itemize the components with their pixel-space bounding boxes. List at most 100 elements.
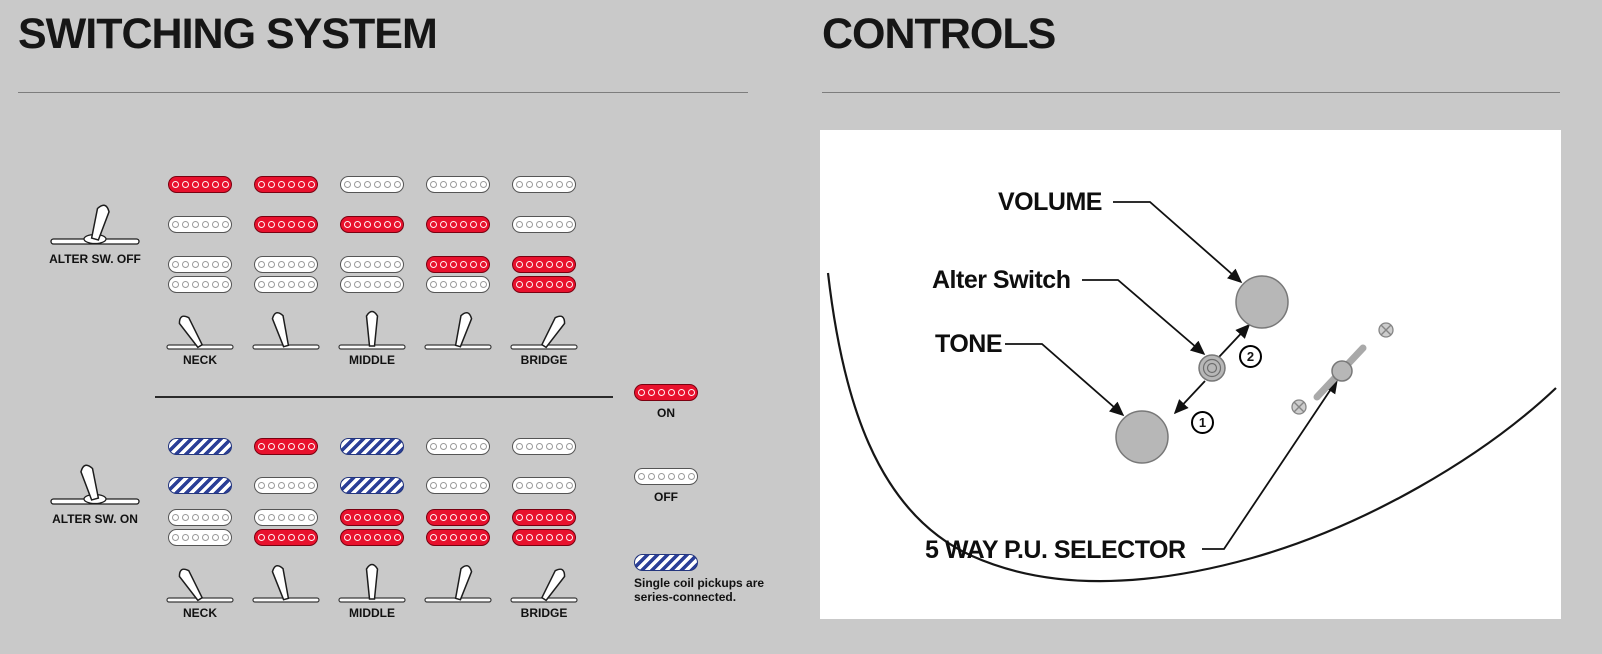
pole-dot: [221, 281, 229, 288]
position-label-bridge: BRIDGE: [520, 606, 568, 620]
pole-dot: [171, 221, 179, 228]
pole-dot: [535, 443, 543, 450]
pole-dot: [393, 261, 401, 268]
pole-dot: [221, 181, 229, 188]
pickup-bridge-top: [168, 256, 232, 273]
pole-dot: [297, 443, 305, 450]
pole-dot: [383, 534, 391, 541]
pole-dot: [257, 281, 265, 288]
pole-dot: [439, 514, 447, 521]
pole-dot: [171, 281, 179, 288]
pole-dot: [469, 482, 477, 489]
pole-dot: [459, 221, 467, 228]
pole-dot: [429, 482, 437, 489]
volume-label: VOLUME: [998, 188, 1102, 216]
pole-dot: [515, 482, 523, 489]
pole-dot: [459, 534, 467, 541]
pole-dot: [191, 534, 199, 541]
pole-dot: [677, 389, 685, 396]
five-way-lever-icon: [506, 552, 582, 611]
pole-dot: [307, 534, 315, 541]
five-way-lever-icon: [334, 552, 410, 611]
pole-dot: [343, 261, 351, 268]
pole-dot: [353, 514, 361, 521]
pole-dot: [469, 514, 477, 521]
pole-dot: [565, 181, 573, 188]
pole-dot: [393, 534, 401, 541]
position-label-neck: NECK: [182, 606, 217, 620]
pole-dot: [307, 482, 315, 489]
pole-dot: [383, 181, 391, 188]
pole-dot: [647, 473, 655, 480]
screw-icon: [1378, 322, 1394, 338]
screw-icon: [1291, 399, 1307, 415]
pole-dot: [201, 261, 209, 268]
controls-title: CONTROLS: [822, 10, 1056, 58]
pole-dot: [287, 482, 295, 489]
pole-dot: [257, 514, 265, 521]
pole-dot: [353, 261, 361, 268]
pole-dot: [439, 221, 447, 228]
position-label-middle: MIDDLE: [349, 606, 395, 620]
five-way-lever-icon: [334, 299, 410, 358]
pole-dot: [657, 473, 665, 480]
pole-dot: [449, 221, 457, 228]
pole-dot: [429, 221, 437, 228]
legend-pickup-on: [634, 384, 698, 401]
switching-system-title: SWITCHING SYSTEM: [18, 10, 438, 58]
pole-dot: [297, 221, 305, 228]
pole-dot: [267, 482, 275, 489]
pole-dot: [383, 514, 391, 521]
pickup-bridge-top: [512, 256, 576, 273]
pole-dot: [221, 534, 229, 541]
pole-dot: [515, 281, 523, 288]
pole-dot: [545, 261, 553, 268]
pole-dot: [191, 281, 199, 288]
pole-dot: [545, 534, 553, 541]
pickup-middle: [426, 216, 490, 233]
pole-dot: [307, 443, 315, 450]
pole-dot: [307, 281, 315, 288]
five-way-lever-icon: [248, 299, 324, 358]
pole-dot: [459, 261, 467, 268]
pole-dot: [535, 534, 543, 541]
pole-dot: [479, 281, 487, 288]
pole-dot: [479, 482, 487, 489]
pickup-neck: [340, 438, 404, 455]
guitar-body-outline: [826, 272, 1557, 583]
pole-dot: [469, 443, 477, 450]
pickup-bridge-bottom: [340, 529, 404, 546]
pole-dot: [297, 514, 305, 521]
pole-dot: [343, 281, 351, 288]
pole-dot: [277, 534, 285, 541]
legend-pickup-off: [634, 468, 698, 485]
pickup-bridge-bottom: [426, 276, 490, 293]
pickup-bridge-bottom: [254, 529, 318, 546]
controls-panel: VOLUME Alter Switch TONE 5 WAY P.U. SELE…: [820, 130, 1561, 619]
pole-dot: [201, 514, 209, 521]
marker-2: 2: [1239, 345, 1262, 368]
pickup-bridge-top: [340, 256, 404, 273]
pole-dot: [383, 221, 391, 228]
pole-dot: [545, 281, 553, 288]
alter-sw-on-label: ALTER SW. ON: [52, 512, 138, 526]
pole-dot: [181, 261, 189, 268]
alter-switch-on-icon: [35, 454, 155, 517]
pole-dot: [181, 281, 189, 288]
selector-arrow: [1202, 378, 1338, 550]
pole-dot: [545, 514, 553, 521]
pickup-bridge-top: [340, 509, 404, 526]
pole-dot: [287, 534, 295, 541]
pole-dot: [555, 482, 563, 489]
pole-dot: [373, 281, 381, 288]
left-heading-rule: [18, 92, 748, 93]
pole-dot: [479, 443, 487, 450]
pole-dot: [363, 281, 371, 288]
pole-dot: [277, 443, 285, 450]
pole-dot: [469, 221, 477, 228]
pole-dot: [307, 181, 315, 188]
alter-switch-knob: [1198, 354, 1226, 382]
pole-dot: [363, 514, 371, 521]
pole-dot: [545, 443, 553, 450]
five-way-lever-icon: [162, 299, 238, 358]
